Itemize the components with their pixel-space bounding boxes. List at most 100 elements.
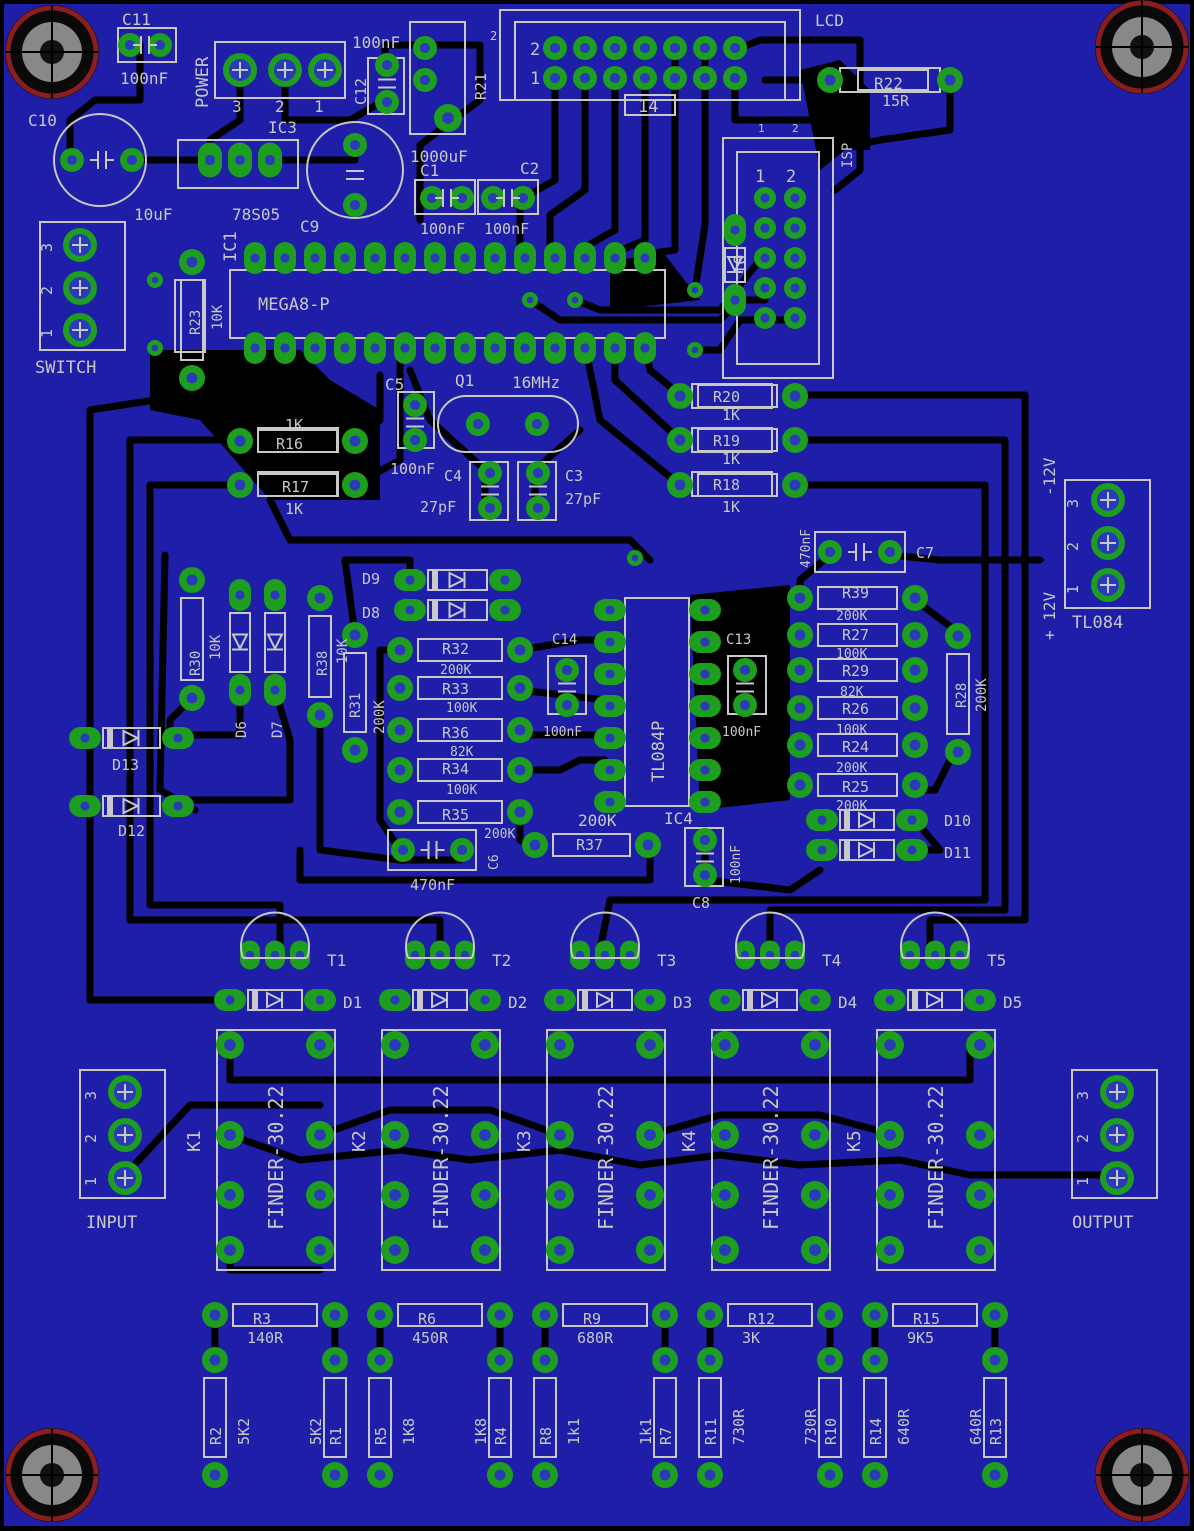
top-diode-pad — [469, 989, 501, 1011]
bottom-res-value: 5K2 — [235, 1418, 253, 1445]
pad-hole — [869, 1469, 881, 1481]
via — [147, 340, 163, 356]
relay-model: FINDER-30.22 — [759, 1086, 783, 1231]
c4-pad — [478, 461, 502, 485]
trace — [646, 1111, 899, 1139]
c2-value: 100nF — [484, 220, 529, 238]
relay-pad — [801, 1031, 829, 1059]
transistor-pad — [925, 940, 945, 970]
r17-pad — [227, 472, 253, 498]
isp-pad — [784, 277, 806, 299]
pad-hole — [487, 192, 499, 204]
pad-hole — [794, 664, 806, 676]
r35-pad — [507, 799, 533, 825]
top-diode-name: D5 — [1003, 993, 1022, 1012]
switch-screw — [63, 313, 97, 347]
c10-pad — [60, 148, 84, 172]
pad-hole — [389, 1129, 401, 1141]
pad-hole — [704, 1354, 716, 1366]
pad-hole — [400, 343, 410, 353]
c1-symbol — [435, 189, 459, 207]
r25-name: R25 — [842, 778, 869, 796]
c7-name: C7 — [916, 544, 934, 562]
c6-pad — [391, 838, 415, 862]
r36-value: 82K — [450, 745, 474, 760]
pad-hole — [554, 1039, 566, 1051]
c9-name: C9 — [300, 217, 319, 236]
power-screw — [308, 53, 342, 87]
c1-pad — [420, 186, 444, 210]
c13-pad — [733, 658, 757, 682]
bottom-res-name: R2 — [207, 1427, 225, 1445]
lcd-pad — [543, 36, 567, 60]
pad-hole — [885, 995, 895, 1005]
transistor-outline — [570, 911, 640, 959]
pad-hole — [520, 343, 530, 353]
pad-hole — [760, 283, 770, 293]
pads — [60, 33, 1134, 1488]
bottom-res-name: R8 — [537, 1427, 555, 1445]
bottom-res-pad — [652, 1347, 678, 1373]
pad-hole — [760, 223, 770, 233]
ic1-pad — [454, 242, 476, 274]
r26-name: R26 — [842, 700, 869, 718]
d11-symbol — [858, 841, 876, 859]
trace — [266, 496, 654, 564]
r32-pad — [387, 637, 413, 663]
lcd-header-inner — [514, 21, 786, 101]
pad-hole — [494, 1354, 506, 1366]
trace — [526, 296, 769, 324]
pad-hole — [315, 995, 325, 1005]
pad-hole — [700, 797, 710, 807]
q1-pad — [525, 412, 549, 436]
c3-pad — [526, 496, 550, 520]
pad-hole — [389, 1244, 401, 1256]
bottom-res-value: 1k1 — [565, 1418, 583, 1445]
transistor-name: T2 — [492, 951, 511, 970]
d7-name: D7 — [270, 721, 286, 738]
r34-pad — [507, 757, 533, 783]
relay-pad — [216, 1181, 244, 1209]
relay-name: K2 — [349, 1130, 370, 1152]
pad-hole — [490, 343, 500, 353]
screw-slot — [1109, 1170, 1125, 1186]
bottom-res-pad — [532, 1462, 558, 1488]
ic1-pad — [634, 332, 656, 364]
r35-pad — [387, 799, 413, 825]
pad-hole — [790, 283, 800, 293]
pad-hole — [739, 699, 751, 711]
series-res-body — [562, 1303, 648, 1327]
r16-body — [257, 429, 338, 453]
pad-hole — [264, 154, 276, 166]
d6-symbol — [231, 633, 249, 651]
lcd-pad — [543, 66, 567, 90]
ic1-pad — [334, 332, 356, 364]
pad-hole — [700, 637, 710, 647]
top-diode-body — [412, 989, 468, 1011]
r36-body — [417, 718, 503, 742]
ic4-pad — [594, 759, 626, 781]
c8-name: C8 — [692, 894, 710, 912]
relay — [876, 1029, 996, 1271]
d6-name: D6 — [234, 721, 250, 738]
mount-cross — [1096, 1, 1188, 93]
series-res-value: 140R — [247, 1329, 284, 1347]
c3-name: C3 — [565, 467, 583, 485]
bottom-res-pad — [817, 1347, 843, 1373]
r30-body — [180, 597, 204, 681]
r25-body — [817, 773, 898, 797]
pad-hole — [640, 343, 650, 353]
pad-hole — [580, 343, 590, 353]
pad-hole — [209, 1309, 221, 1321]
pad-hole — [789, 434, 801, 446]
ic1-pad — [634, 242, 656, 274]
c7-pad — [878, 540, 902, 564]
r24-pad — [787, 732, 813, 758]
output-screw — [1100, 1118, 1134, 1152]
pad-hole — [580, 253, 590, 263]
pad-hole — [349, 479, 361, 491]
series-res-pad — [532, 1302, 558, 1328]
r24-pad — [902, 732, 928, 758]
power-screw — [223, 53, 257, 87]
relay-name: K1 — [184, 1130, 205, 1152]
